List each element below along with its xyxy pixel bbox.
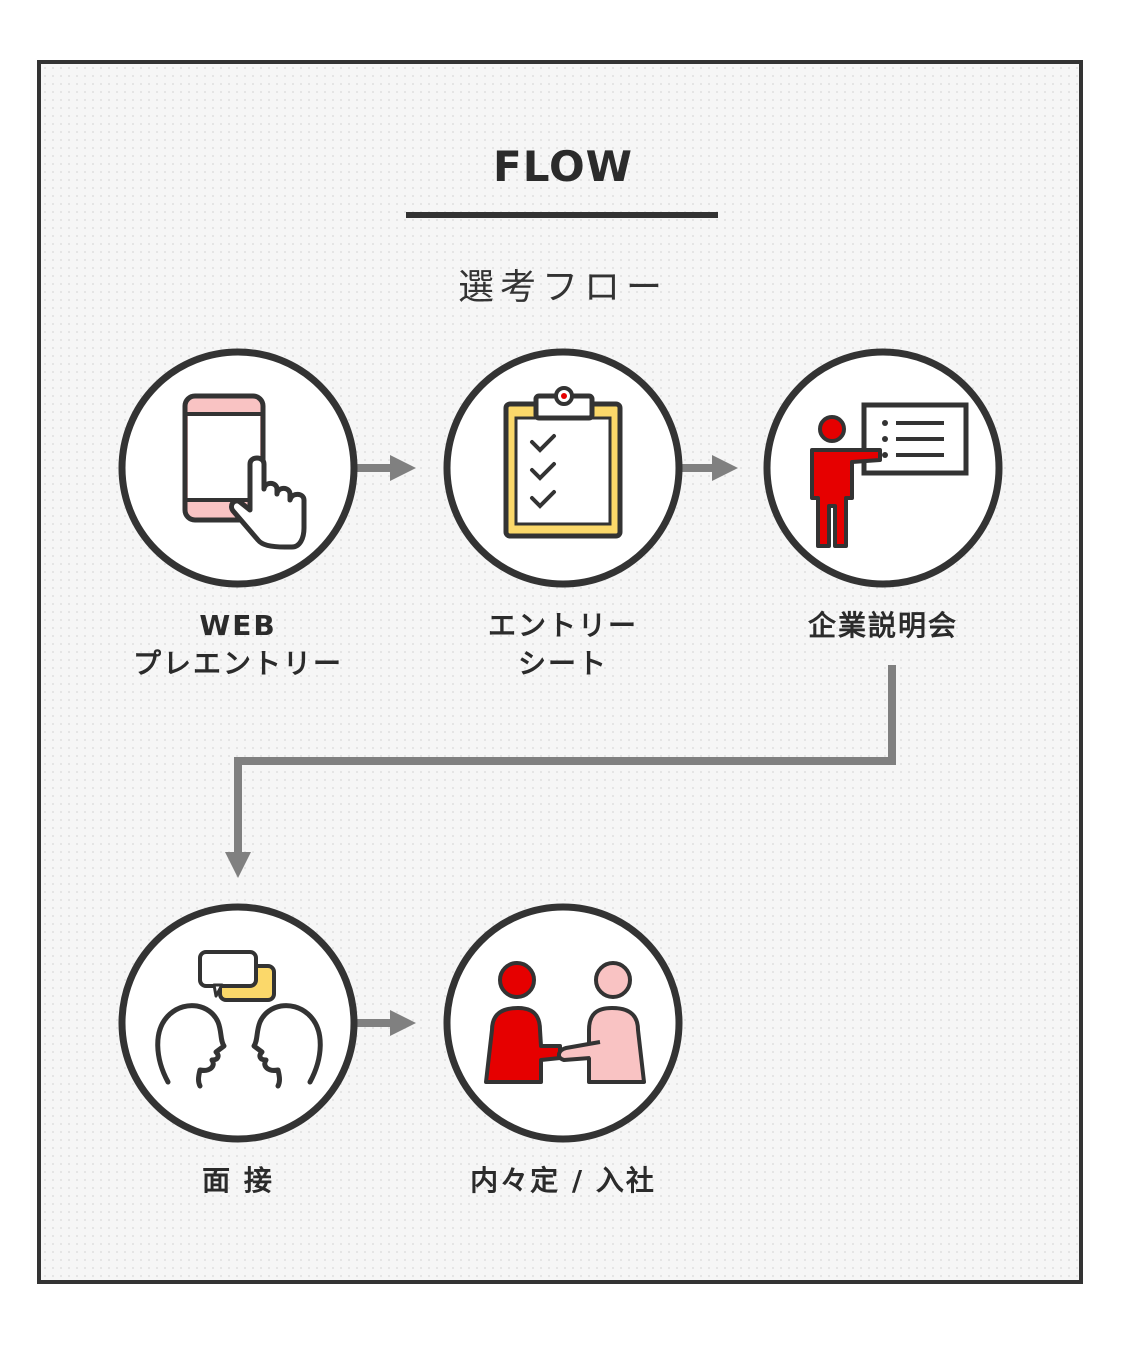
clipboard-checklist-icon [503, 386, 623, 539]
step-label-company-briefing: 企業説明会 [753, 607, 1013, 645]
step-label-interview: 面 接 [108, 1162, 368, 1200]
arrow-step3-to-step4 [225, 665, 896, 878]
step-label-line: プレエントリー [132, 647, 343, 680]
arrow-step2-to-step3 [680, 455, 738, 481]
step-circle-interview [118, 903, 358, 1143]
interview-faces-icon [155, 950, 323, 1089]
step-label-line: 内々定 / 入社 [470, 1164, 656, 1197]
step-label-line: 企業説明会 [807, 609, 958, 642]
step-label-entry-sheet: エントリー シート [433, 607, 693, 683]
step-circle-offer-joining [443, 903, 683, 1143]
step-circle-web-preentry [118, 348, 358, 588]
step-label-line: エントリー [487, 609, 638, 642]
step-label-offer-joining: 内々定 / 入社 [433, 1162, 693, 1200]
smartphone-tap-icon [182, 393, 307, 550]
handshake-icon [484, 961, 646, 1084]
step-circle-entry-sheet [443, 348, 683, 588]
presenter-whiteboard-icon [810, 402, 969, 548]
arrow-step4-to-step5 [355, 1010, 416, 1036]
page-subtitle: 選考フロー [457, 267, 668, 308]
step-label-line: 面 接 [202, 1164, 274, 1197]
arrow-step1-to-step2 [355, 455, 416, 481]
page-title: FLOW [493, 142, 633, 191]
step-circle-company-briefing [763, 348, 1003, 588]
step-label-line: シート [517, 647, 608, 680]
step-label-web-preentry: WEB プレエントリー [108, 607, 368, 683]
title-underline [406, 212, 718, 218]
step-label-line: WEB [199, 609, 277, 642]
